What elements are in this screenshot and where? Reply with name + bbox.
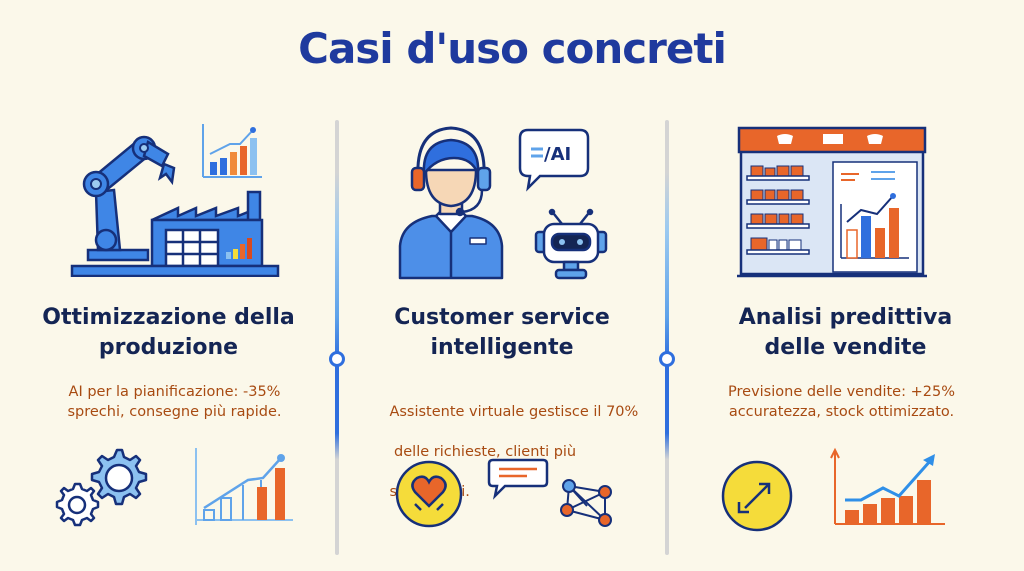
- trend-up-chart-icon: [827, 446, 947, 536]
- case-predictive-sales: Analisi predittiva delle vendite Previsi…: [667, 0, 1024, 571]
- expand-arrow-icon: [719, 458, 795, 534]
- support-agent-chatbot-icon: /AI: [392, 118, 632, 283]
- case-heading: Ottimizzazione della produzione: [0, 303, 337, 363]
- case-production-optimization: Ottimizzazione della produzione AI per l…: [0, 0, 337, 571]
- case-customer-service: /AI Customer service intelligente Assis: [337, 0, 667, 571]
- column-divider: [659, 120, 675, 555]
- divider-node: [329, 351, 345, 367]
- robot-arm-factory-icon: [68, 112, 283, 277]
- heading-line: produzione: [98, 335, 239, 360]
- divider-node: [659, 351, 675, 367]
- chat-bubble-icon: [485, 458, 551, 500]
- heart-satisfaction-icon: [393, 458, 465, 530]
- heading-line: Ottimizzazione della: [42, 305, 295, 330]
- description-line: Assistente virtuale gestisce il 70%: [389, 404, 639, 420]
- case-heading: Customer service intelligente: [337, 303, 667, 363]
- heading-line: Analisi predittiva: [738, 305, 953, 330]
- case-description: AI per la pianificazione: -35% sprechi, …: [6, 382, 343, 422]
- heading-line: intelligente: [430, 335, 574, 360]
- description-line: AI per la pianificazione: -35%: [68, 384, 281, 400]
- heading-line: delle vendite: [764, 335, 927, 360]
- speech-bubble-text: /AI: [544, 144, 571, 165]
- page-title: Casi d'uso concreti: [298, 24, 727, 73]
- description-line: delle richieste, clienti più: [389, 444, 577, 460]
- store-shelves-analytics-icon: [737, 124, 927, 284]
- column-divider: [329, 120, 345, 555]
- description-line: Previsione delle vendite: +25%: [728, 384, 955, 400]
- description-line: sprechi, consegne più rapide.: [67, 404, 282, 420]
- growth-bar-chart-icon: [188, 440, 293, 535]
- gears-icon: [55, 440, 150, 535]
- description-line: accuratezza, stock ottimizzato.: [728, 404, 955, 420]
- heading-line: Customer service: [394, 305, 610, 330]
- case-heading: Analisi predittiva delle vendite: [667, 303, 1024, 363]
- case-description: Previsione delle vendite: +25% accuratez…: [663, 382, 1020, 422]
- network-graph-icon: [557, 476, 617, 532]
